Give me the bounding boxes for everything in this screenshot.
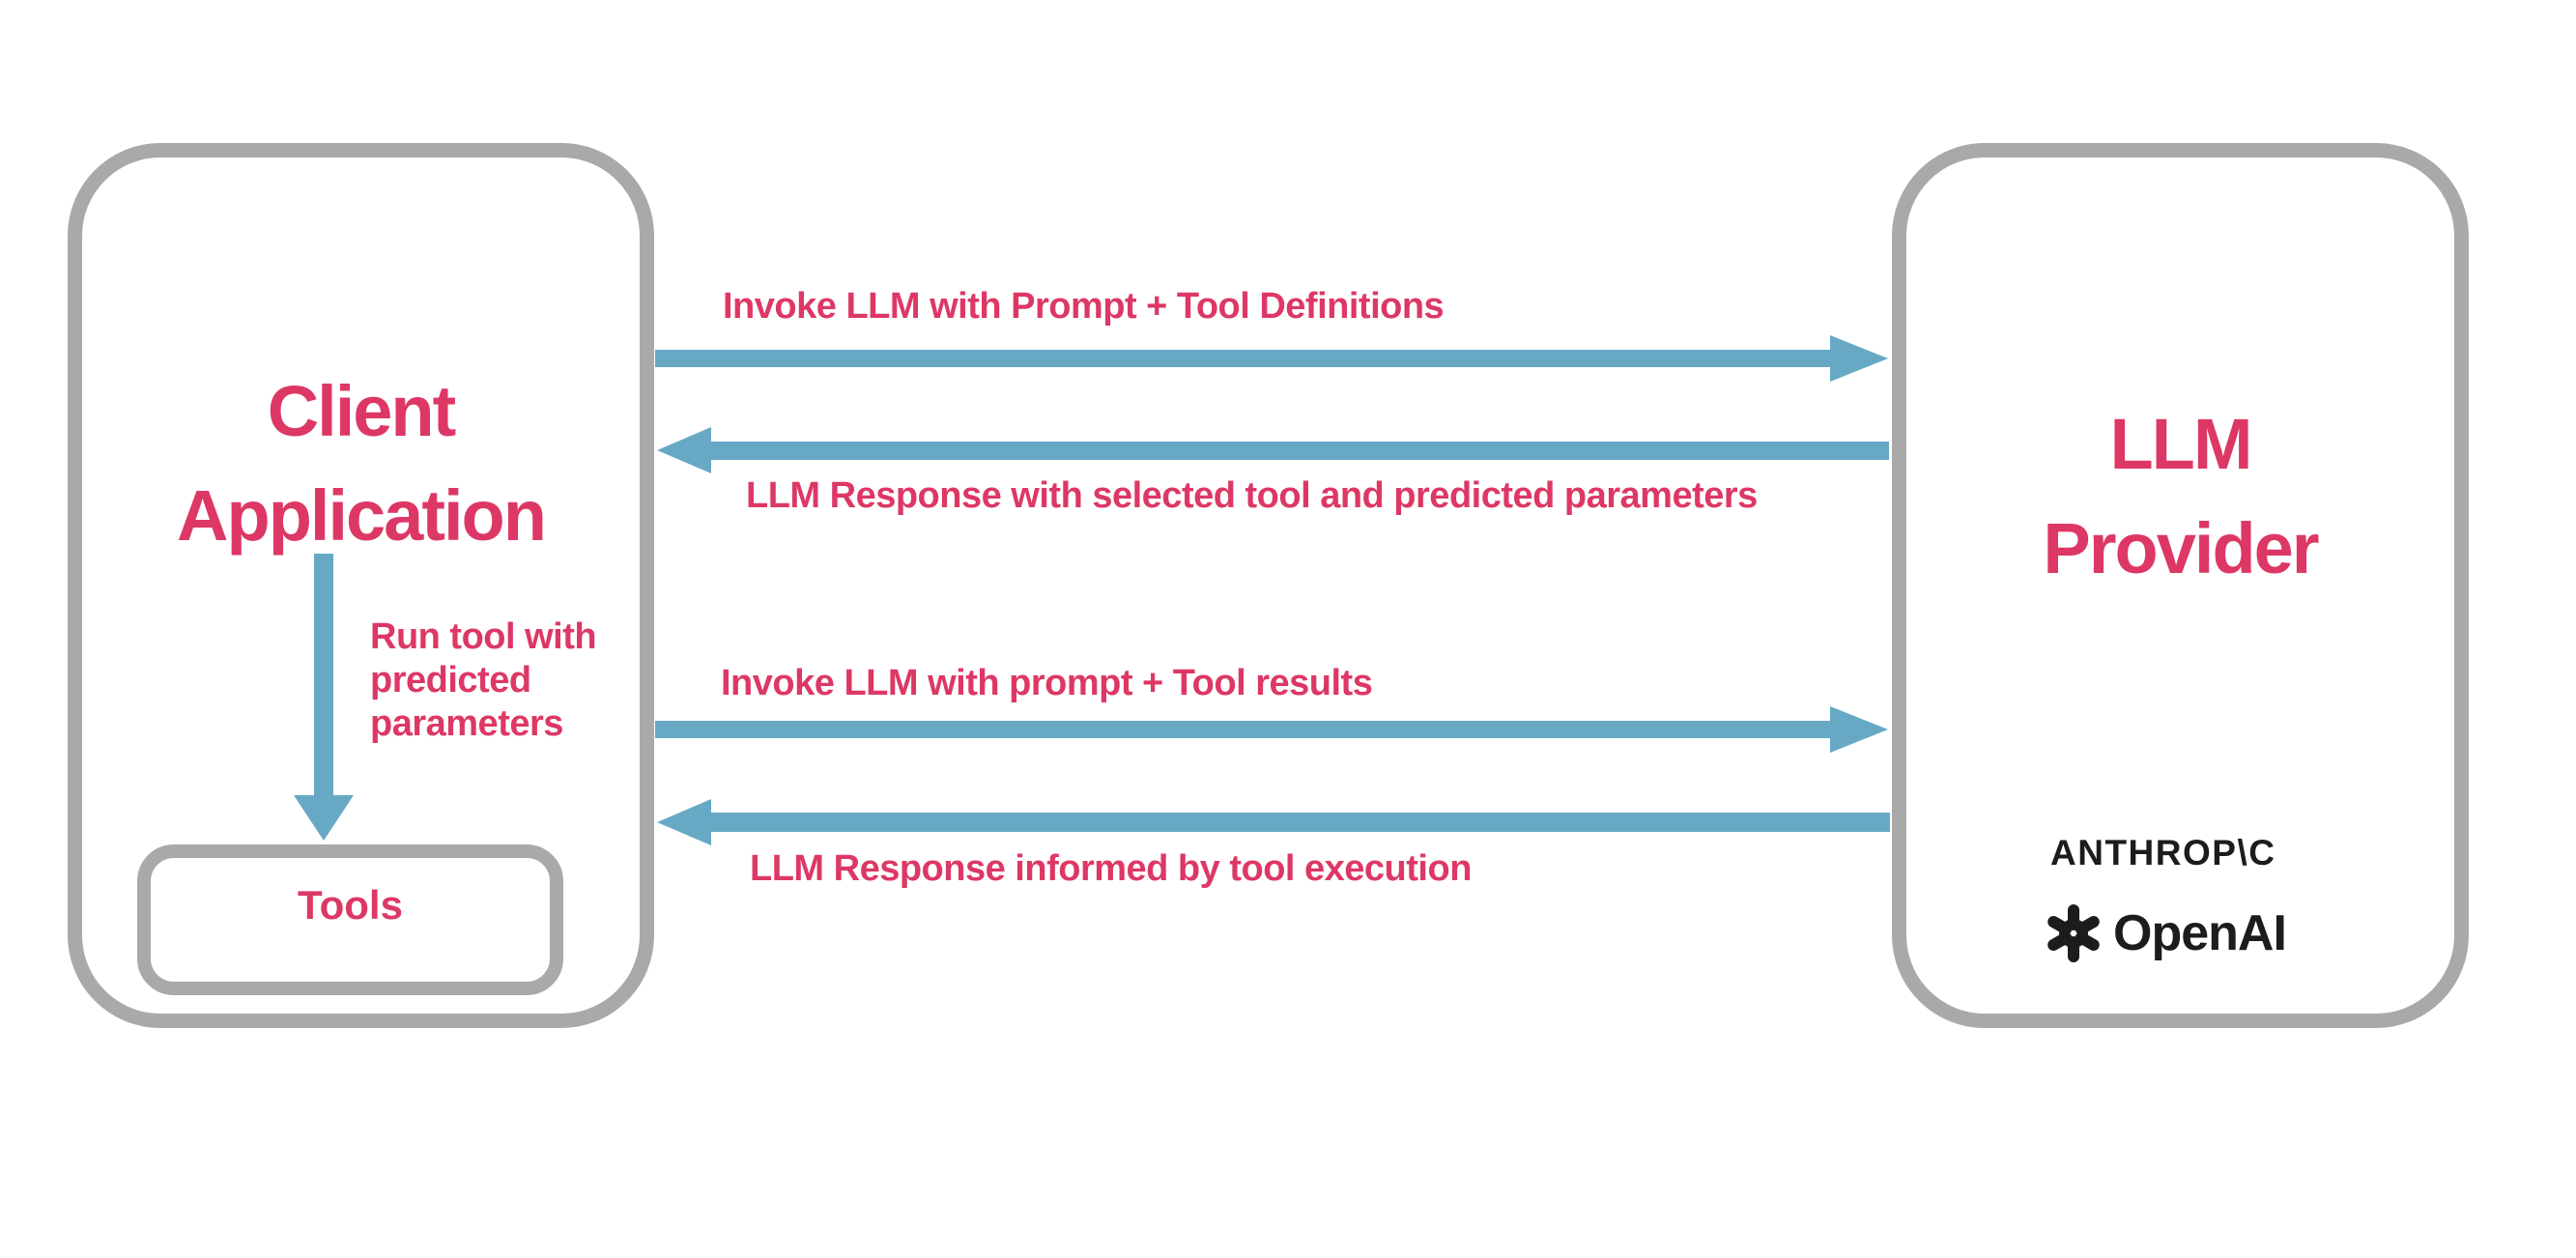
arrow-right-head-icon bbox=[1830, 335, 1888, 382]
arrow-shaft bbox=[711, 813, 1890, 832]
tools-box bbox=[137, 844, 563, 995]
arrow-shaft bbox=[314, 554, 333, 795]
run-tool-label-line-1: Run tool with bbox=[370, 616, 597, 657]
arrow-down-head-icon bbox=[294, 795, 354, 841]
flow-label-response-informed: LLM Response informed by tool execution bbox=[750, 848, 1472, 889]
flow-label-response-selected-tool: LLM Response with selected tool and pred… bbox=[746, 475, 1758, 516]
client-title-line-1: Client bbox=[267, 371, 457, 451]
arrow-shaft bbox=[655, 350, 1830, 367]
provider-title-line-2: Provider bbox=[2043, 508, 2319, 588]
openai-logo: OpenAI bbox=[2043, 902, 2287, 964]
client-title-line-2: Application bbox=[177, 475, 547, 556]
arrow-left-response-informed bbox=[657, 799, 1890, 845]
flow-label-invoke-definitions: Invoke LLM with Prompt + Tool Definition… bbox=[723, 286, 1445, 327]
client-application-title: Client Application bbox=[68, 359, 654, 568]
arrow-down-run-tool bbox=[294, 554, 354, 841]
flow-label-invoke-results: Invoke LLM with prompt + Tool results bbox=[721, 663, 1373, 703]
arrow-shaft bbox=[711, 442, 1889, 460]
llm-provider-title: LLM Provider bbox=[1892, 392, 2469, 601]
anthropic-wordmark: ANTHROP\C bbox=[2050, 833, 2276, 872]
run-tool-label: Run tool with predicted parameters bbox=[370, 615, 660, 746]
run-tool-label-line-3: parameters bbox=[370, 703, 563, 744]
run-tool-label-line-2: predicted bbox=[370, 660, 531, 700]
provider-title-line-1: LLM bbox=[2109, 404, 2252, 484]
arrow-left-head-icon bbox=[657, 427, 711, 473]
arrow-left-response-selected-tool bbox=[657, 427, 1889, 473]
arrow-shaft bbox=[655, 721, 1830, 738]
openai-icon bbox=[2047, 904, 2100, 962]
arrow-right-invoke-definitions bbox=[655, 335, 1888, 382]
arrow-right-head-icon bbox=[1830, 706, 1888, 753]
openai-wordmark: OpenAI bbox=[2113, 905, 2287, 961]
llm-provider-box bbox=[1892, 143, 2469, 1028]
tools-label: Tools bbox=[298, 882, 403, 928]
arrow-left-head-icon bbox=[657, 799, 711, 845]
arrow-right-invoke-results bbox=[655, 706, 1888, 753]
